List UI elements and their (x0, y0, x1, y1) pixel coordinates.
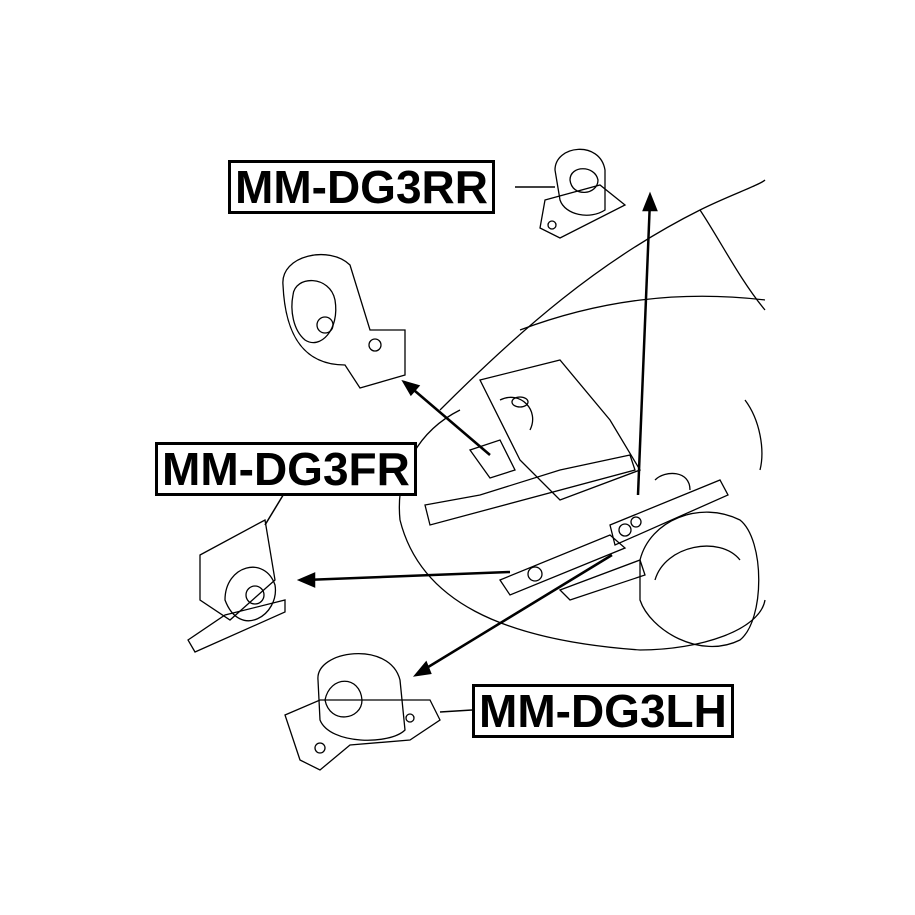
mount-fr-drawing (282, 253, 406, 389)
mount-fr-lower-drawing (187, 518, 286, 653)
arrow-to-fr-lower (304, 570, 511, 582)
arrow-to-lh (419, 553, 613, 674)
pointer-arrows (264, 186, 658, 713)
mount-lh-drawing (284, 652, 441, 771)
leader-fr (264, 491, 286, 526)
car-body-outline (398, 179, 766, 651)
part-label-mm-dg3lh[interactable]: MM-DG3LH (472, 684, 734, 738)
leader-lh (439, 709, 473, 713)
part-label-mm-dg3fr[interactable]: MM-DG3FR (155, 442, 417, 496)
mount-rr-drawing (539, 148, 627, 239)
part-label-mm-dg3rr[interactable]: MM-DG3RR (228, 160, 495, 214)
arrow-to-fr (407, 384, 491, 456)
arrow-to-rr (636, 199, 652, 496)
